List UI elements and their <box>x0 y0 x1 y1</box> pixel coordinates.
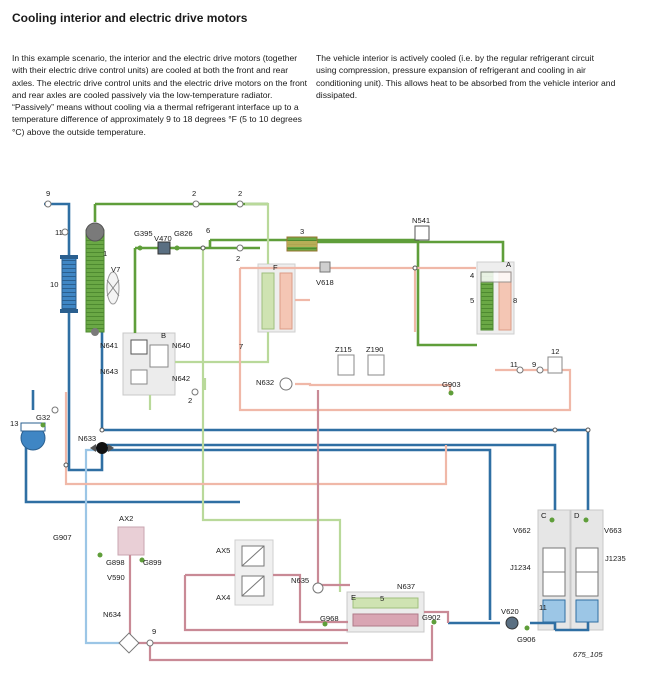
pump-v620 <box>505 616 519 630</box>
label-a: A <box>506 260 512 269</box>
label-9: 9 <box>152 627 156 636</box>
label-v663: V663 <box>604 526 622 535</box>
label-5: 5 <box>380 594 384 603</box>
component-12 <box>547 356 563 374</box>
label-v662: V662 <box>513 526 531 535</box>
label-3: 3 <box>300 227 304 236</box>
label-n637: N637 <box>397 582 415 591</box>
label-2: 2 <box>188 396 192 405</box>
label-4: 4 <box>470 271 474 280</box>
valve-n635 <box>312 582 324 594</box>
label-b: B <box>161 331 166 340</box>
label-v620: V620 <box>501 607 519 616</box>
chiller-e <box>352 597 419 627</box>
label-g395: G395 <box>134 229 153 238</box>
check-valves <box>44 200 544 647</box>
label-n635: N635 <box>291 576 309 585</box>
component-housings <box>117 261 604 633</box>
valve-n541 <box>414 225 430 241</box>
valve-n632 <box>279 377 293 391</box>
label-g32: G32 <box>36 413 50 422</box>
valve-n634 <box>118 632 140 654</box>
label-n640: N640 <box>172 341 190 350</box>
label-n633: N633 <box>78 434 96 443</box>
fan-v7-icon <box>106 271 120 305</box>
description-paragraph-left: In this example scenario, the interior a… <box>12 53 308 137</box>
label-ax2: AX2 <box>119 514 133 523</box>
label-v470: V470 <box>154 234 172 243</box>
label-n643: N643 <box>100 367 118 376</box>
label-5: 5 <box>470 296 474 305</box>
label-11: 11 <box>510 360 518 369</box>
valve-block-b <box>130 339 169 385</box>
v618-sensor <box>319 261 331 273</box>
valve-n633 <box>90 442 114 454</box>
label-12: 12 <box>551 347 559 356</box>
sensor-marks <box>40 245 589 631</box>
label-n641: N641 <box>100 341 118 350</box>
z115-z190-units <box>337 354 385 376</box>
label-8: 8 <box>513 296 517 305</box>
label-j1234: J1234 <box>510 563 531 572</box>
expansion-tank-13 <box>20 422 46 451</box>
label-j1235: J1235 <box>605 554 626 563</box>
label-n632: N632 <box>256 378 274 387</box>
figure-id: 675_105 <box>573 650 603 659</box>
heat-exchanger-3 <box>286 236 318 252</box>
diagram-labels: 9 11 10 1 V7 2 2 2 2 G395 V470 G826 6 3 … <box>10 189 626 659</box>
label-g899: G899 <box>143 558 162 567</box>
connector-dots <box>63 245 591 468</box>
label-1: 1 <box>103 249 107 258</box>
label-v590: V590 <box>107 573 125 582</box>
label-9: 9 <box>532 360 536 369</box>
label-g826: G826 <box>174 229 193 238</box>
label-9: 9 <box>46 189 50 198</box>
label-v618: V618 <box>316 278 334 287</box>
label-z190: Z190 <box>366 345 383 354</box>
radiator-1 <box>85 222 105 336</box>
label-11: 11 <box>55 228 63 237</box>
label-v7: V7 <box>111 265 120 274</box>
label-e: E <box>351 593 356 602</box>
drive-control-units <box>542 547 599 623</box>
pump-v470 <box>157 241 171 255</box>
label-n634: N634 <box>103 610 121 619</box>
label-g906: G906 <box>517 635 536 644</box>
label-g907: G907 <box>53 533 72 542</box>
light-green-circuit <box>148 202 342 592</box>
label-g898: G898 <box>106 558 125 567</box>
label-2: 2 <box>236 254 240 263</box>
page-title: Cooling interior and electric drive moto… <box>12 11 248 25</box>
label-2: 2 <box>192 189 196 198</box>
label-z115: Z115 <box>335 345 352 354</box>
radiator-10 <box>60 255 78 313</box>
ax2-housing <box>117 526 145 556</box>
label-10: 10 <box>50 280 58 289</box>
label-g902: G902 <box>422 613 441 622</box>
label-g903: G903 <box>442 380 461 389</box>
label-n541: N541 <box>412 216 430 225</box>
ax5-ax4-units <box>241 545 265 597</box>
label-2: 2 <box>238 189 242 198</box>
label-d: D <box>574 511 580 520</box>
dark-green-circuit <box>93 202 505 347</box>
label-13: 13 <box>10 419 18 428</box>
label-11: 11 <box>539 603 547 612</box>
label-ax5: AX5 <box>216 546 230 555</box>
evaporator-a <box>480 271 512 331</box>
label-g968: G968 <box>320 614 339 623</box>
label-n642: N642 <box>172 374 190 383</box>
label-ax4: AX4 <box>216 593 230 602</box>
label-c: C <box>541 511 547 520</box>
evaporator-f <box>261 272 293 330</box>
label-f: F <box>273 263 278 272</box>
description-paragraph-right: The vehicle interior is actively cooled … <box>316 53 616 100</box>
label-7: 7 <box>239 342 243 351</box>
label-6: 6 <box>206 226 210 235</box>
